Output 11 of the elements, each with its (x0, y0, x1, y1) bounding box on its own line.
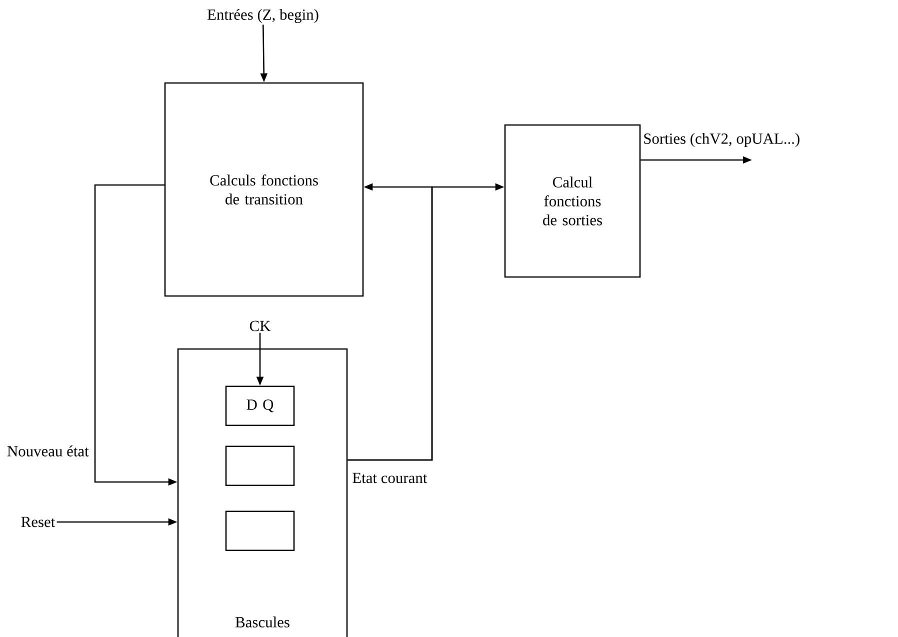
process-box: Calculs fonctions de transition (164, 82, 364, 297)
edge-label: Etat courant (350, 471, 429, 485)
input-label: CK (250, 320, 271, 332)
register-box (225, 446, 295, 486)
input-label: Entrées (Z, begin) (208, 8, 318, 24)
edge-label: Nouveau état (5, 444, 90, 458)
register-box: D Q (225, 386, 295, 426)
edge-label: Sorties (chV2, opUAL...) (642, 132, 802, 148)
input-label: Reset (21, 516, 56, 528)
register-box (225, 510, 295, 551)
process-box: Calcul fonctions de sorties (504, 124, 641, 278)
